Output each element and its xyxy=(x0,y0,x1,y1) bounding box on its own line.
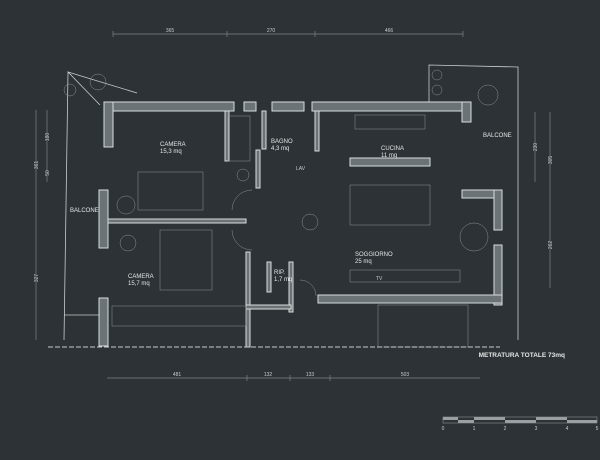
svg-text:CUCINA: CUCINA xyxy=(381,146,404,152)
room-camera-2: CAMERA 15,7 mq xyxy=(128,274,154,287)
scale-tick-3: 3 xyxy=(535,426,538,432)
svg-text:4,3 mq: 4,3 mq xyxy=(271,146,289,152)
dim-right-2: 305 xyxy=(548,156,554,165)
balcony-left xyxy=(63,71,138,341)
room-bagno: BAGNO 4,3 mq xyxy=(271,139,293,152)
svg-text:25 mq: 25 mq xyxy=(355,259,372,265)
laundry-label: LAV xyxy=(296,166,306,172)
room-cucina: CUCINA 11 mq xyxy=(381,146,404,159)
svg-text:11 mq: 11 mq xyxy=(381,153,397,159)
balcony-right-label: BALCONE xyxy=(483,133,512,139)
svg-text:SOGGIORNO: SOGGIORNO xyxy=(355,252,393,258)
dim-bottom-2: 132 xyxy=(264,372,273,378)
dim-bottom-3: 133 xyxy=(306,372,315,378)
bottom-dimension-line: 481 132 133 503 xyxy=(107,372,480,381)
dim-left-3: 180 xyxy=(45,133,51,142)
svg-text:RIP.: RIP. xyxy=(274,270,285,276)
dim-left-2: 327 xyxy=(34,274,40,283)
room-ripostiglio: RIP. 1,7 mq xyxy=(274,270,292,283)
dim-top-2: 270 xyxy=(267,28,276,34)
top-dimension-line: 365 270 466 xyxy=(112,28,464,37)
total-area-label: METRATURA TOTALE 73mq xyxy=(479,352,565,359)
balcony-right xyxy=(428,64,519,340)
scale-tick-4: 4 xyxy=(566,426,569,432)
dim-bottom-1: 481 xyxy=(173,372,182,378)
dim-bottom-4: 503 xyxy=(401,372,410,378)
svg-text:1,7 mq: 1,7 mq xyxy=(274,277,292,283)
dim-left-4: 50 xyxy=(45,170,51,176)
svg-text:CAMERA: CAMERA xyxy=(160,142,186,148)
room-camera-1: CAMERA 15,3 mq xyxy=(160,142,186,155)
dim-top-3: 466 xyxy=(385,28,394,34)
scale-bar: 0 1 2 3 4 5 xyxy=(442,416,599,432)
scale-tick-1: 1 xyxy=(473,426,476,432)
dim-left-1: 361 xyxy=(34,161,40,170)
dim-top-1: 365 xyxy=(166,28,175,34)
balcony-left-label: BALCONE xyxy=(70,208,99,214)
svg-text:CAMERA: CAMERA xyxy=(128,274,154,280)
dim-right-3: 262 xyxy=(548,241,554,250)
scale-tick-0: 0 xyxy=(442,426,445,432)
walls xyxy=(98,101,503,348)
left-dimension-lines: 361 327 180 50 xyxy=(34,110,51,340)
tv-label: TV xyxy=(376,276,383,282)
scale-tick-5: 5 xyxy=(596,426,599,432)
scale-tick-2: 2 xyxy=(504,426,507,432)
dim-right-1: 230 xyxy=(533,143,539,152)
svg-text:15,3 mq: 15,3 mq xyxy=(160,149,182,155)
right-dimension-lines: 230 305 262 xyxy=(533,112,554,288)
svg-text:BAGNO: BAGNO xyxy=(271,139,293,145)
furniture xyxy=(111,114,489,348)
svg-text:15,7 mq: 15,7 mq xyxy=(128,281,150,287)
room-soggiorno: SOGGIORNO 25 mq xyxy=(355,252,393,265)
